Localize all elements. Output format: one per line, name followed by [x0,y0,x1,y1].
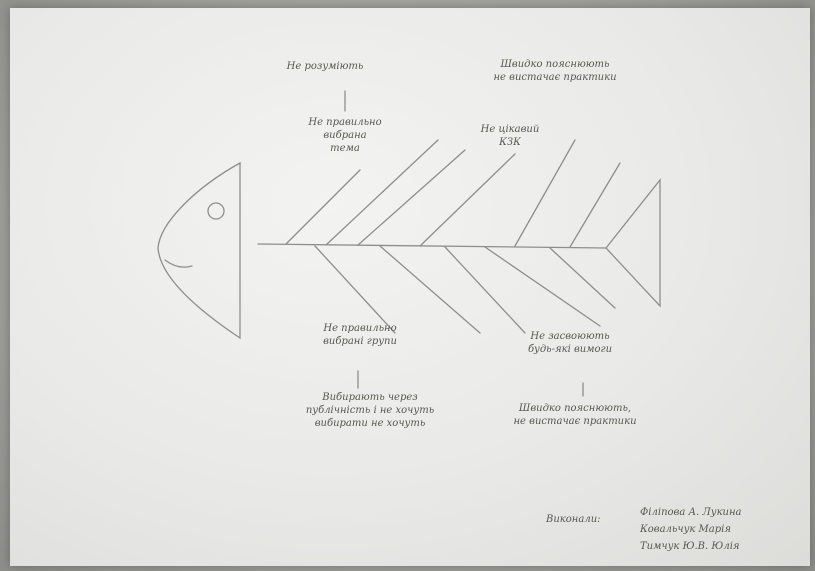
cause-label-1: Не розуміють [275,60,375,73]
cause-label-2: Швидко пояснюють не вистачає практики [480,58,630,84]
cause-label-3: Не правильно вибрані групи [310,322,410,348]
sub-cause-label-3: Вибирають через публічність і не хочуть … [280,391,460,430]
lower-bone-3 [445,247,525,333]
sub-cause-label-4: Швидко пояснюють, не вистачає практики [500,402,650,428]
upper-bone-2 [326,140,438,245]
upper-bone-6 [570,163,620,247]
fish-spine [258,244,606,248]
fish-eye [208,203,224,219]
upper-bone-1 [286,170,360,244]
fishbone-diagram [10,8,810,566]
upper-bone-4 [420,154,515,246]
signature-label: Виконали: [546,513,626,526]
lower-bone-4 [485,247,600,326]
paper-sheet: Не розуміють Не правильно вибрана тема Ш… [10,8,810,566]
lower-bone-2 [380,246,480,333]
sub-cause-label-2: Не цікавий КЗК [470,123,550,149]
cause-label-4: Не засвоюють будь-які вимоги [510,330,630,356]
lower-bone-1 [315,246,395,333]
sub-cause-label-1: Не правильно вибрана тема [295,116,395,155]
signature-name-3: Тимчук Ю.В. Юлія [640,540,800,553]
signature-name-2: Ковальчук Марія [640,523,800,536]
upper-bone-5 [515,140,575,246]
fish-mouth [165,260,192,267]
fish-tail [606,180,660,306]
fish-head [158,163,240,338]
signature-name-1: Філіпова А. Лукина [640,506,800,519]
